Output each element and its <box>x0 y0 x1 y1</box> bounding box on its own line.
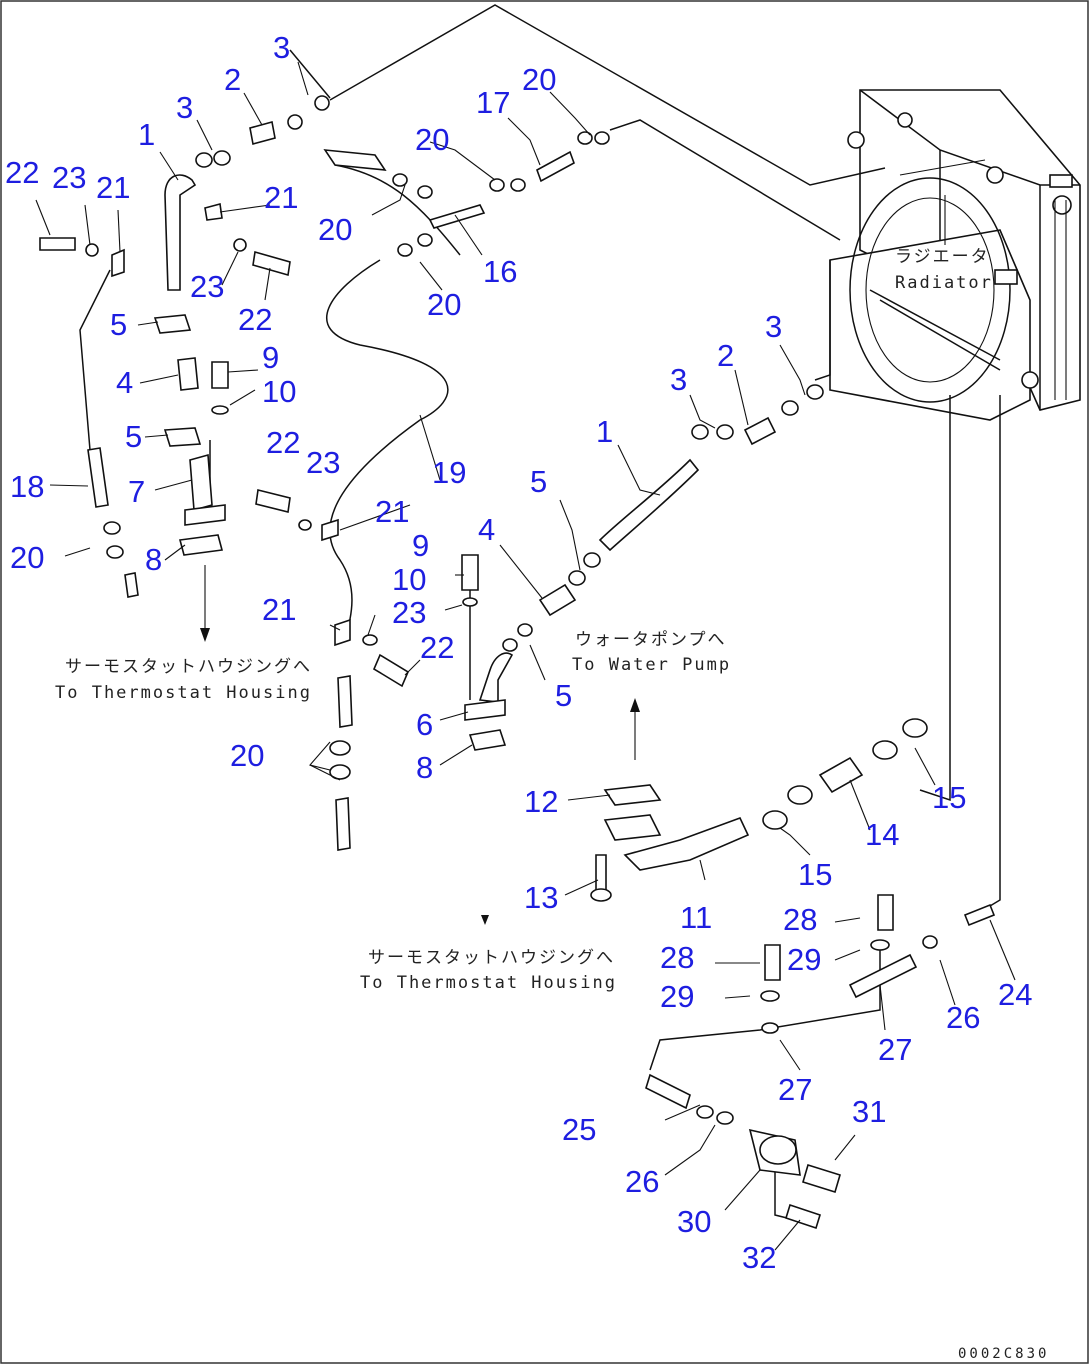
callout-28: 28 <box>660 940 694 975</box>
callout-24: 24 <box>998 977 1032 1012</box>
callout-22: 22 <box>420 630 454 665</box>
callout-2: 2 <box>224 62 241 97</box>
callout-5: 5 <box>530 464 547 499</box>
arrow-down-icon <box>200 628 210 642</box>
callout-17: 17 <box>476 85 510 120</box>
callout-22: 22 <box>5 155 39 190</box>
callout-20: 20 <box>427 287 461 322</box>
callout-23: 23 <box>306 445 340 480</box>
callout-29: 29 <box>660 979 694 1014</box>
water-pump-label-en: To Water Pump <box>572 655 731 675</box>
radiator-label-en: Radiator <box>895 273 993 293</box>
document-id: 0002C830 <box>958 1346 1049 1362</box>
callout-30: 30 <box>677 1204 711 1239</box>
callout-9: 9 <box>412 528 429 563</box>
callout-4: 4 <box>116 365 133 400</box>
callout-3: 3 <box>176 90 193 125</box>
callout-leaders <box>35 61 1016 1251</box>
callout-21: 21 <box>375 494 409 529</box>
callout-15: 15 <box>932 780 966 815</box>
callout-29: 29 <box>787 942 821 977</box>
parts <box>39 95 996 1230</box>
callout-25: 25 <box>562 1112 596 1147</box>
callout-3: 3 <box>765 309 782 344</box>
arrow-up-icon <box>630 698 640 712</box>
callout-13: 13 <box>524 880 558 915</box>
callout-16: 16 <box>483 254 517 289</box>
callout-5: 5 <box>555 678 572 713</box>
callout-11: 11 <box>680 900 712 935</box>
callout-numbers: 1 2 3 3 22 23 21 21 23 22 5 4 9 10 5 18 … <box>5 30 1032 1275</box>
callout-20: 20 <box>230 738 264 773</box>
callout-10: 10 <box>262 374 296 409</box>
callout-6: 6 <box>416 707 433 742</box>
callout-3: 3 <box>273 30 290 65</box>
radiator <box>829 89 1081 421</box>
callout-32: 32 <box>742 1240 776 1275</box>
callout-9: 9 <box>262 340 279 375</box>
thermostat-left-label-jp: サーモスタットハウジングへ <box>65 657 312 677</box>
callout-8: 8 <box>416 750 433 785</box>
callout-5: 5 <box>110 307 127 342</box>
callout-26: 26 <box>946 1000 980 1035</box>
water-pump-label-jp: ウォータポンプへ <box>575 630 727 650</box>
callout-21: 21 <box>262 592 296 627</box>
callout-19: 19 <box>432 455 466 490</box>
callout-20: 20 <box>318 212 352 247</box>
callout-20: 20 <box>522 62 556 97</box>
radiator-label-jp: ラジエータ <box>895 247 990 267</box>
callout-21: 21 <box>96 170 130 205</box>
callout-28: 28 <box>783 902 817 937</box>
callout-12: 12 <box>524 784 558 819</box>
annotations: ラジエータ Radiator ウォータポンプへ To Water Pump サー… <box>55 247 1049 1362</box>
callout-22: 22 <box>266 425 300 460</box>
callout-22: 22 <box>238 302 272 337</box>
callout-3: 3 <box>670 362 687 397</box>
callout-27: 27 <box>778 1072 812 1107</box>
callout-7: 7 <box>128 474 145 509</box>
callout-21: 21 <box>264 180 298 215</box>
callout-1: 1 <box>596 414 613 449</box>
callout-1: 1 <box>138 117 155 152</box>
arrow-down-icon <box>481 915 489 925</box>
callout-23: 23 <box>52 160 86 195</box>
callout-20: 20 <box>415 122 449 157</box>
callout-26: 26 <box>625 1164 659 1199</box>
callout-18: 18 <box>10 469 44 504</box>
callout-2: 2 <box>717 338 734 373</box>
thermostat-left-label-en: To Thermostat Housing <box>55 683 312 703</box>
callout-23: 23 <box>392 595 426 630</box>
callout-27: 27 <box>878 1032 912 1067</box>
callout-15: 15 <box>798 857 832 892</box>
callout-5: 5 <box>125 419 142 454</box>
callout-31: 31 <box>852 1094 886 1129</box>
callout-10: 10 <box>392 562 426 597</box>
thermostat-bottom-label-en: To Thermostat Housing <box>360 973 617 993</box>
callout-20: 20 <box>10 540 44 575</box>
thermostat-bottom-label-jp: サーモスタットハウジングへ <box>368 948 615 968</box>
callout-23: 23 <box>190 269 224 304</box>
callout-4: 4 <box>478 512 495 547</box>
callout-14: 14 <box>865 817 899 852</box>
callout-8: 8 <box>145 542 162 577</box>
